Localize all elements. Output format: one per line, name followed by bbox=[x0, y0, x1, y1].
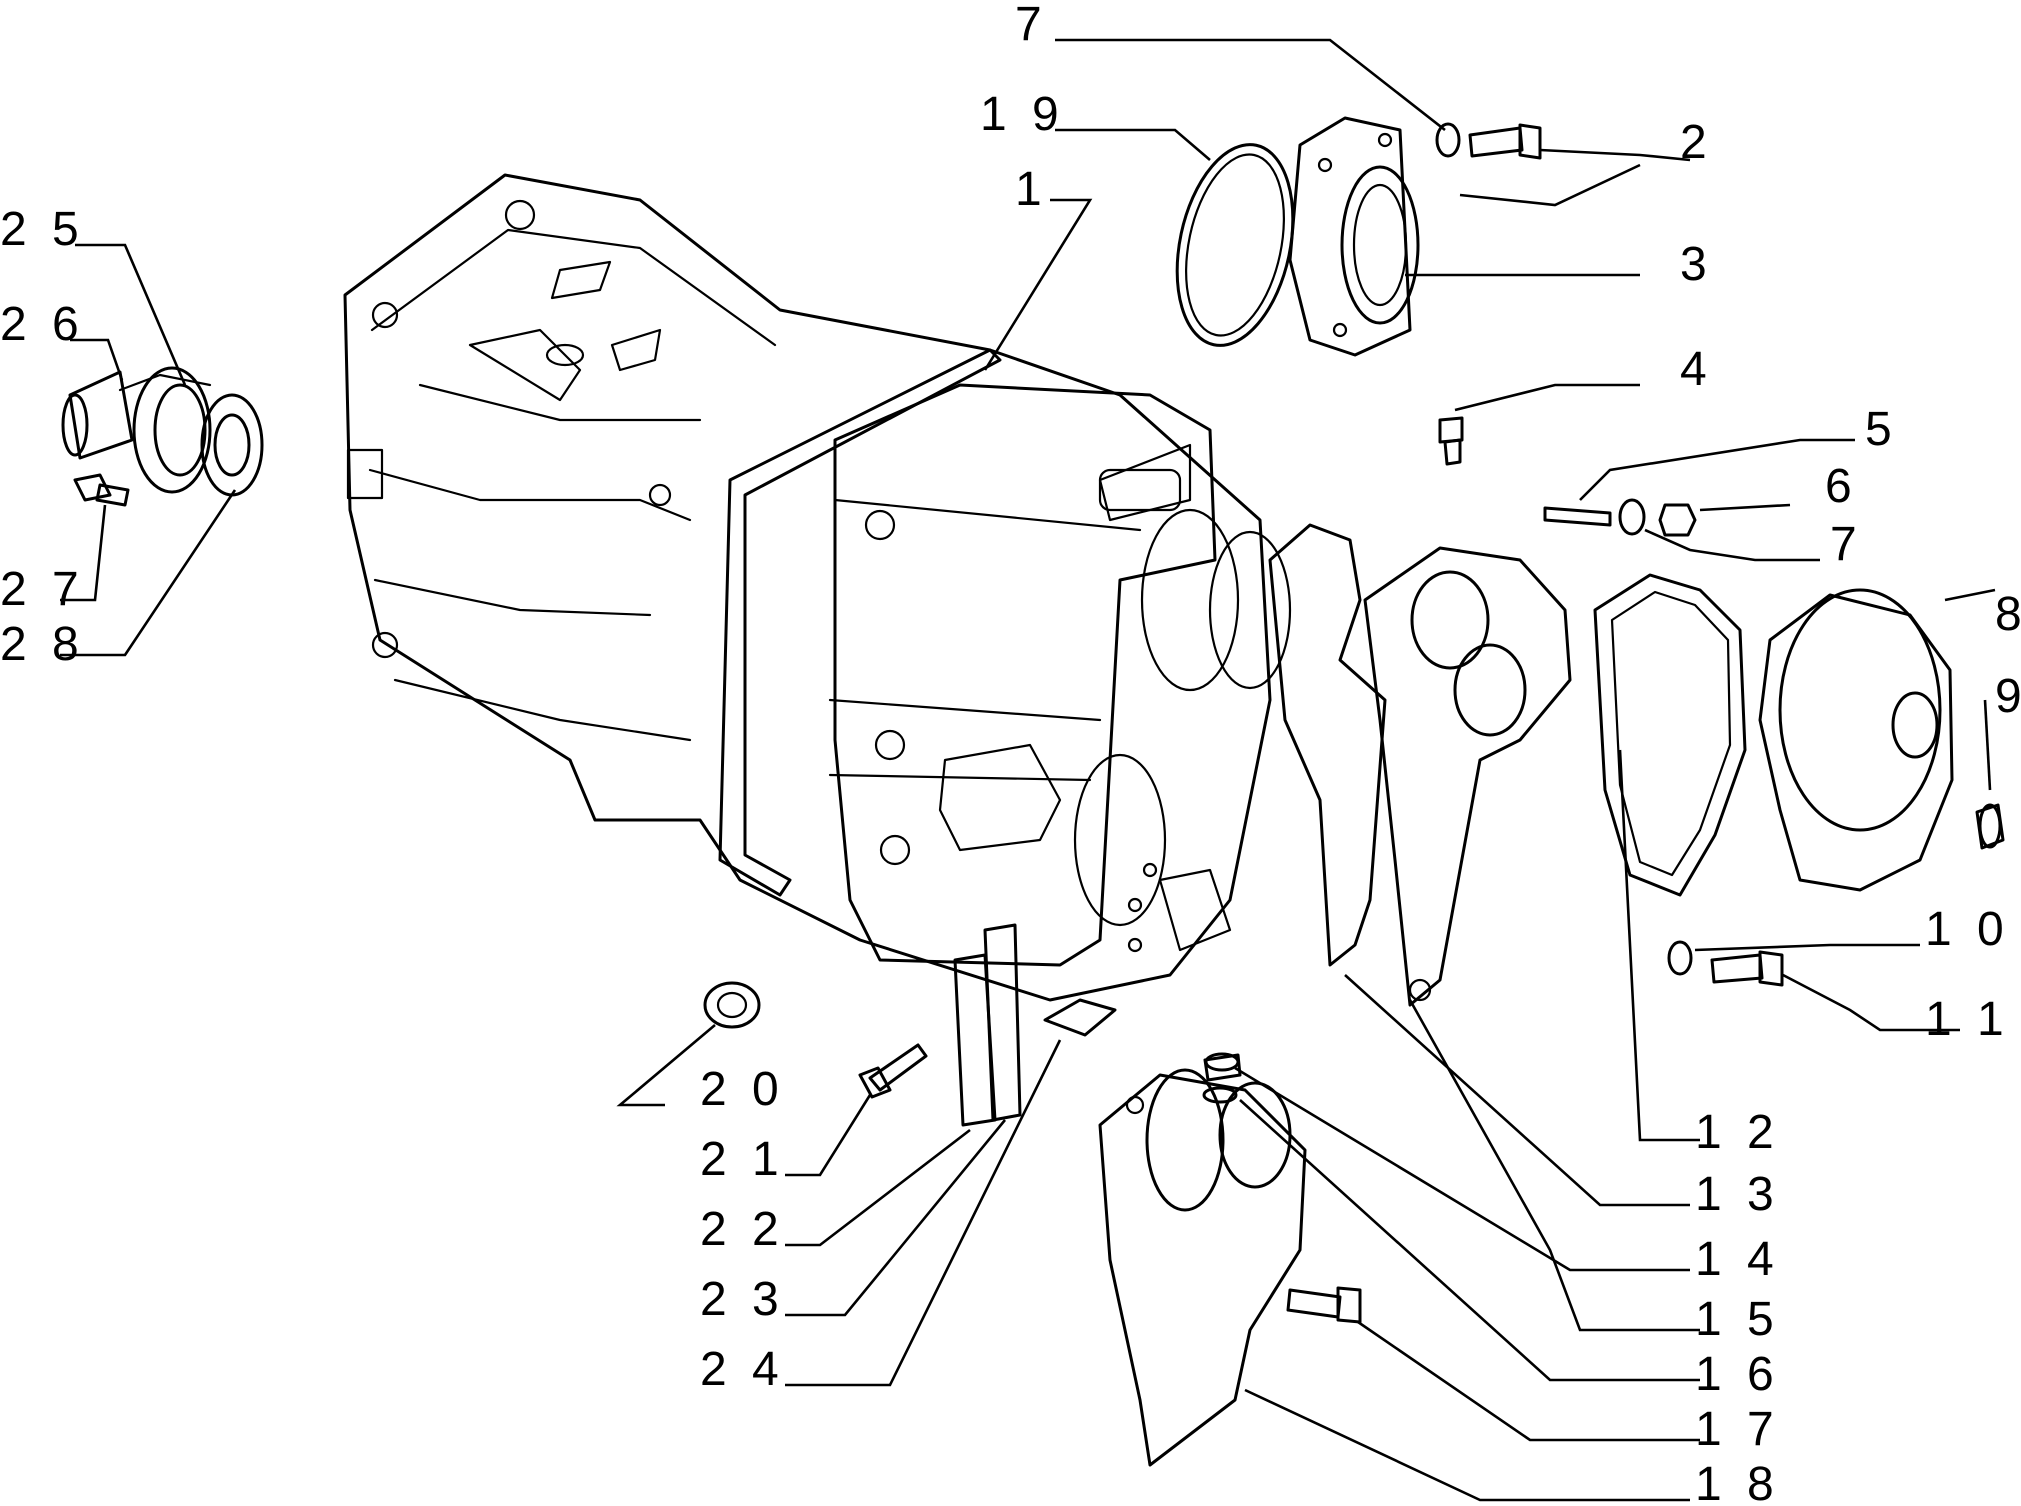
cover-18 bbox=[1098, 1068, 1307, 1467]
callout-14: 1 4 bbox=[1695, 1233, 1780, 1286]
callout-27: 2 7 bbox=[0, 563, 85, 616]
callout-7-right: 7 bbox=[1830, 518, 1863, 571]
callout-26: 2 6 bbox=[0, 298, 85, 351]
callout-2: 2 bbox=[1680, 116, 1713, 169]
bolt-17 bbox=[1286, 1286, 1362, 1324]
washer-7-right bbox=[1618, 498, 1646, 536]
callout-7-top: 7 bbox=[1015, 0, 1048, 51]
callout-25: 2 5 bbox=[0, 203, 85, 256]
callout-9: 9 bbox=[1995, 670, 2021, 723]
callout-21: 2 1 bbox=[700, 1133, 785, 1186]
callout-5: 5 bbox=[1865, 403, 1898, 456]
callout-8: 8 bbox=[1995, 588, 2021, 641]
o-ring-19 bbox=[1175, 143, 1295, 347]
callout-13: 1 3 bbox=[1695, 1168, 1780, 1221]
pad-24 bbox=[1043, 998, 1117, 1037]
leader-lines bbox=[60, 38, 1996, 1502]
callout-4: 4 bbox=[1680, 343, 1713, 396]
bolt-21 bbox=[858, 1043, 928, 1099]
callout-1: 1 bbox=[1015, 163, 1048, 216]
seal-28 bbox=[200, 393, 264, 497]
rear-gasket bbox=[1268, 523, 1387, 967]
flange-25 bbox=[118, 366, 212, 494]
bolt-2 bbox=[1468, 123, 1542, 160]
breather-4 bbox=[1438, 416, 1464, 466]
callout-11: 1 1 bbox=[1925, 993, 2010, 1046]
callout-18: 1 8 bbox=[1695, 1458, 1780, 1506]
housing-gasket bbox=[718, 348, 1002, 897]
plug-9 bbox=[1975, 803, 2005, 850]
washer-16 bbox=[1202, 1086, 1238, 1104]
washer-7-top bbox=[1435, 122, 1461, 158]
callout-17: 1 7 bbox=[1695, 1403, 1780, 1456]
nut-6 bbox=[1658, 503, 1697, 537]
plug-20 bbox=[703, 981, 761, 1029]
plug-15 bbox=[1203, 1052, 1242, 1082]
bolt-11 bbox=[1710, 950, 1784, 987]
callout-28: 2 8 bbox=[0, 618, 85, 671]
callout-19: 1 9 bbox=[980, 88, 1065, 141]
callout-20: 2 0 bbox=[700, 1063, 785, 1116]
gasket-12 bbox=[1593, 573, 1747, 897]
callout-10: 1 0 bbox=[1925, 903, 2010, 956]
callout-12: 1 2 bbox=[1695, 1106, 1780, 1159]
callout-16: 1 6 bbox=[1695, 1348, 1780, 1401]
callout-24: 2 4 bbox=[700, 1343, 785, 1396]
callout-22: 2 2 bbox=[700, 1203, 785, 1256]
callout-15: 1 5 bbox=[1695, 1293, 1780, 1346]
callout-23: 2 3 bbox=[700, 1273, 785, 1326]
stud-5 bbox=[1543, 506, 1612, 527]
bearing-cover-3 bbox=[1288, 116, 1420, 357]
gearbox-housing bbox=[343, 173, 1292, 1002]
rear-cover-8 bbox=[1758, 588, 1954, 892]
intermediate-plate bbox=[1363, 546, 1572, 1007]
callout-3: 3 bbox=[1680, 238, 1713, 291]
washer-10 bbox=[1667, 940, 1693, 976]
plate-22b bbox=[983, 923, 1022, 1122]
bolt-27 bbox=[73, 473, 130, 507]
callout-6: 6 bbox=[1825, 460, 1858, 513]
sleeve-26 bbox=[61, 370, 134, 460]
